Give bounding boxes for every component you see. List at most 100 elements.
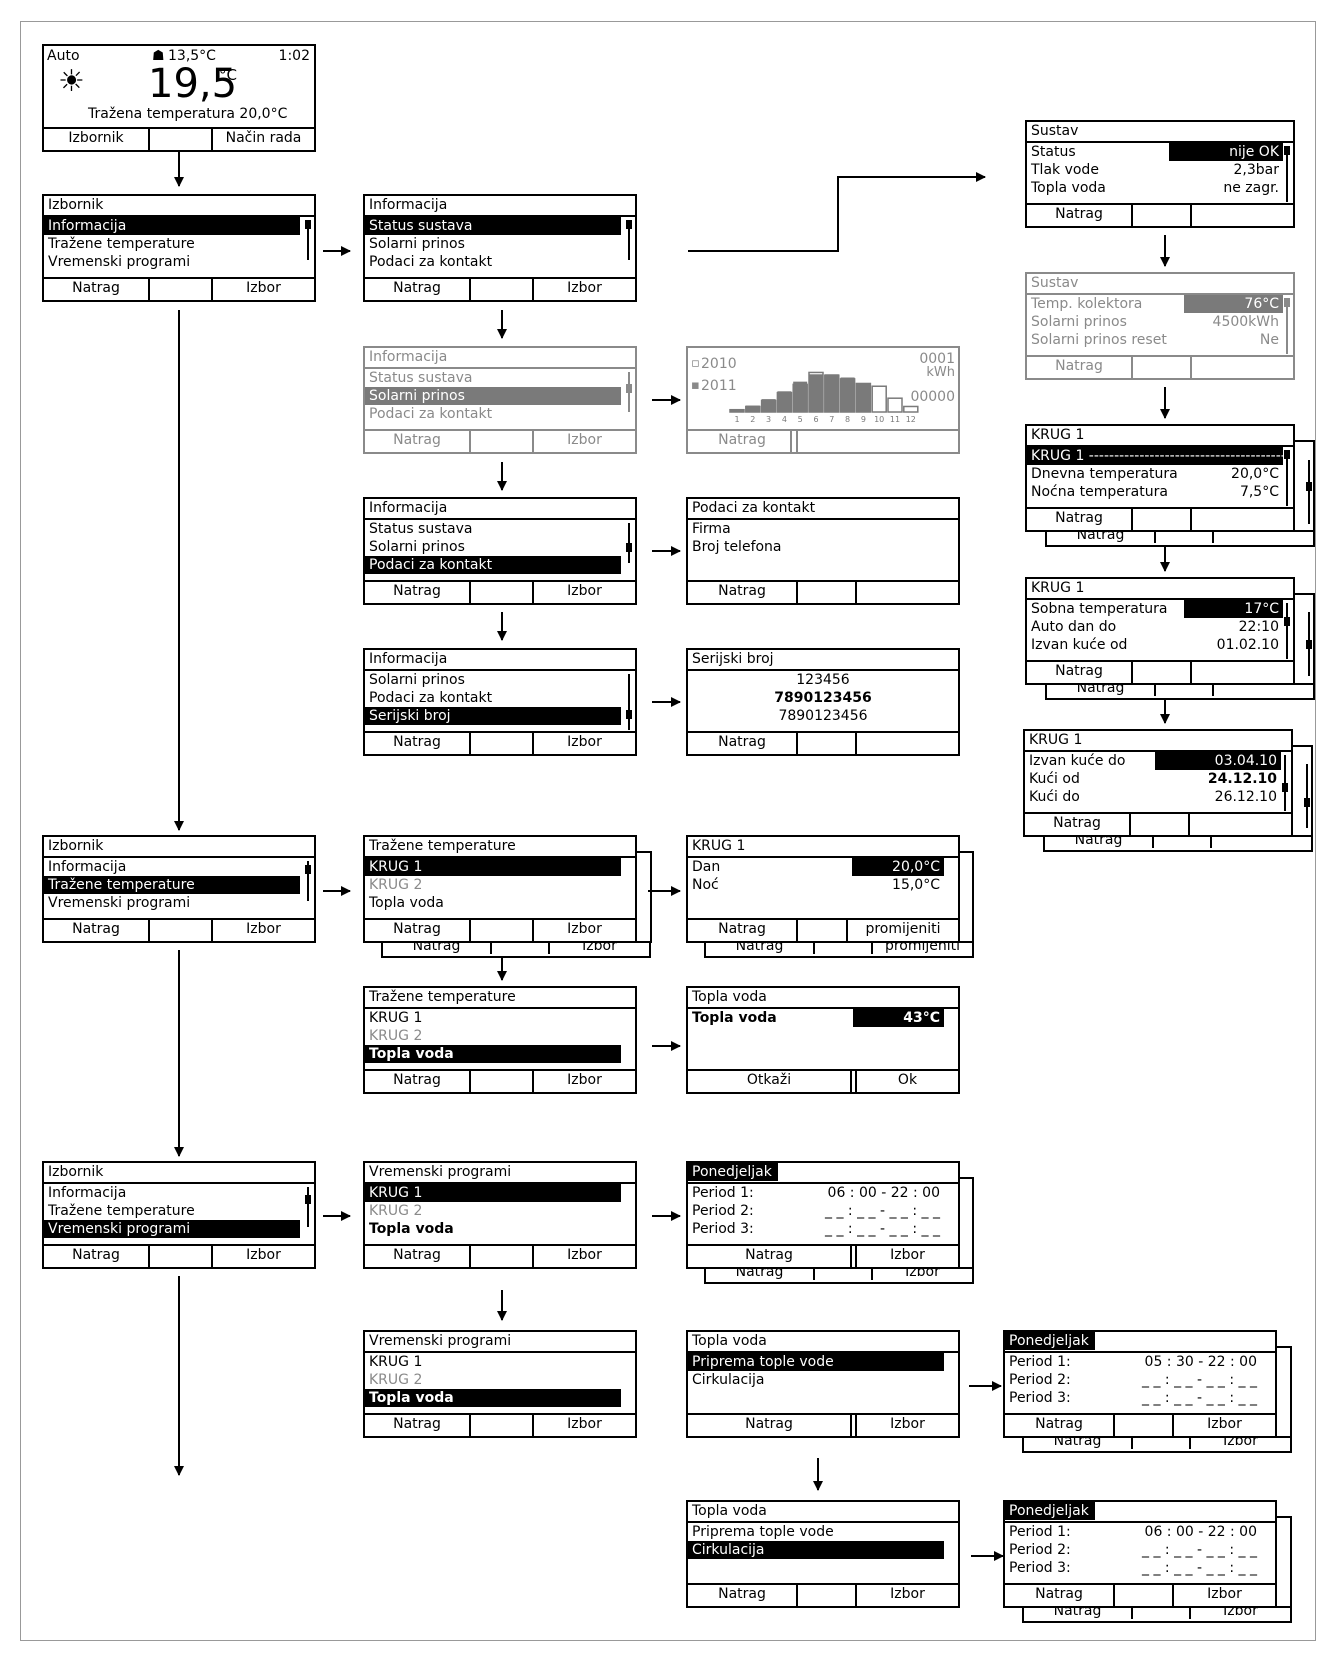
empty-softkey[interactable] [855,733,958,754]
period-3-row[interactable]: Period 3:_ _ : _ _ - _ _ : _ _ [1005,1389,1261,1407]
scrollbar[interactable] [1282,755,1288,811]
back-button[interactable]: Natrag [1027,357,1133,378]
select-button[interactable]: Izbor [532,431,635,452]
back-button[interactable]: Natrag [1027,662,1133,683]
empty-softkey[interactable] [1190,662,1293,683]
back-button[interactable]: Natrag [688,920,798,941]
menu-item-priprema[interactable]: Priprema tople vode [688,1353,944,1371]
menu-item-status-sustava[interactable]: Status sustava [365,217,621,235]
menu-item-krug2[interactable]: KRUG 2 [369,1028,423,1044]
back-button[interactable]: Natrag [365,1415,471,1436]
menu-item-status-sustava[interactable]: Status sustava [369,521,473,537]
select-button[interactable]: Izbor [855,1585,958,1606]
menu-item-vremenski[interactable]: Vremenski programi [44,1220,300,1238]
back-button[interactable]: Natrag [1005,1415,1115,1436]
select-button[interactable]: Izbor [532,582,635,603]
select-button[interactable]: Izbor [1172,1585,1275,1606]
select-button[interactable]: Izbor [211,920,314,941]
back-button[interactable]: Natrag [1027,509,1133,530]
back-button[interactable]: Natrag [688,1246,852,1267]
back-button[interactable]: Natrag [365,920,471,941]
period-2-row[interactable]: Period 2:_ _ : _ _ - _ _ : _ _ [1005,1541,1261,1559]
menu-item-cirkulacija[interactable]: Cirkulacija [692,1372,765,1388]
back-button[interactable]: Natrag [44,1246,150,1267]
back-button[interactable]: Natrag [44,920,150,941]
menu-item-topla-voda[interactable]: Topla voda [369,1221,454,1237]
period-3-row[interactable]: Period 3:_ _ : _ _ - _ _ : _ _ [688,1220,944,1238]
menu-item-podaci-kontakt[interactable]: Podaci za kontakt [369,254,493,270]
cancel-button[interactable]: Otkaži [688,1071,852,1092]
menu-item-podaci-kontakt[interactable]: Podaci za kontakt [369,406,493,422]
menu-item-solarni-prinos[interactable]: Solarni prinos [369,672,465,688]
menu-item-krug2[interactable]: KRUG 2 [369,877,423,893]
empty-softkey[interactable] [1190,357,1293,378]
back-button[interactable]: Natrag [365,1246,471,1267]
select-button[interactable]: Izbor [1172,1415,1275,1436]
menu-item-krug1[interactable]: KRUG 1 [365,858,621,876]
select-button[interactable]: Izbor [211,1246,314,1267]
back-button[interactable]: Natrag [365,279,471,300]
select-button[interactable]: Izbor [532,733,635,754]
period-1-row[interactable]: Period 1:06 : 00 - 22 : 00 [688,1184,944,1202]
back-button[interactable]: Natrag [688,582,798,603]
menu-item-krug1[interactable]: KRUG 1 [365,1184,621,1202]
menu-item-krug1[interactable]: KRUG 1 [369,1354,423,1370]
back-button[interactable]: Natrag [365,431,471,452]
scrollbar[interactable] [1284,450,1290,506]
select-button[interactable]: Izbor [855,1415,958,1436]
select-button[interactable]: Izbor [532,920,635,941]
select-button[interactable]: Izbor [532,279,635,300]
scrollbar[interactable] [626,523,632,563]
back-button[interactable]: Natrag [688,1585,798,1606]
menu-item-topla-voda[interactable]: Topla voda [369,895,444,911]
menu-item-vremenski[interactable]: Vremenski programi [48,895,191,911]
menu-button[interactable]: Izbornik [44,129,150,150]
menu-item-solarni-prinos[interactable]: Solarni prinos [365,387,621,405]
menu-item-trazene[interactable]: Tražene temperature [48,236,195,252]
empty-softkey[interactable] [1188,814,1291,835]
empty-softkey[interactable] [1190,205,1293,226]
menu-item-trazene[interactable]: Tražene temperature [44,876,300,894]
menu-item-informacija[interactable]: Informacija [48,859,127,875]
menu-item-solarni-prinos[interactable]: Solarni prinos [369,236,465,252]
empty-softkey[interactable] [855,582,958,603]
back-button[interactable]: Natrag [1005,1585,1115,1606]
period-1-row[interactable]: Period 1:05 : 30 - 22 : 00 [1005,1353,1261,1371]
back-button[interactable]: Natrag [365,733,471,754]
scrollbar[interactable] [305,220,311,260]
menu-item-status-sustava[interactable]: Status sustava [369,370,473,386]
back-button[interactable]: Natrag [1027,205,1133,226]
menu-item-solarni-prinos[interactable]: Solarni prinos [369,539,465,555]
back-button[interactable]: Natrag [365,582,471,603]
period-3-row[interactable]: Period 3:_ _ : _ _ - _ _ : _ _ [1005,1559,1261,1577]
krug-selected-row[interactable]: KRUG 1 ---------------------------------… [1027,447,1283,465]
back-button[interactable]: Natrag [688,733,798,754]
scrollbar[interactable] [305,1187,311,1227]
menu-item-podaci-kontakt[interactable]: Podaci za kontakt [365,556,621,574]
ok-button[interactable]: Ok [855,1071,958,1092]
select-button[interactable]: Izbor [532,1246,635,1267]
back-button[interactable]: Natrag [688,1415,852,1436]
menu-item-priprema[interactable]: Priprema tople vode [692,1524,834,1540]
back-button[interactable]: Natrag [44,279,150,300]
menu-item-vremenski[interactable]: Vremenski programi [48,254,191,270]
scrollbar[interactable] [305,861,311,901]
menu-item-podaci-kontakt[interactable]: Podaci za kontakt [369,690,493,706]
scrollbar[interactable] [626,220,632,260]
menu-item-topla-voda[interactable]: Topla voda [365,1045,621,1063]
